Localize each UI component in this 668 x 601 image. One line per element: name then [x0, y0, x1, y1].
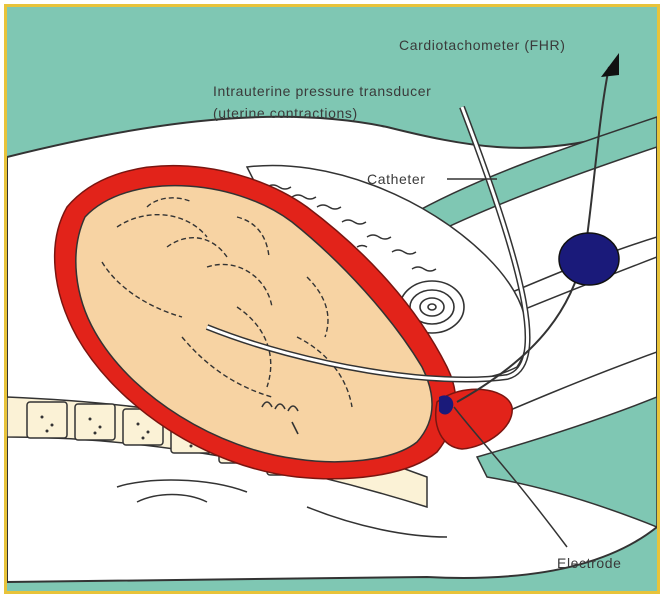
- label-catheter: Catheter: [367, 171, 426, 187]
- label-iupt-line2: (uterine contractions): [213, 105, 358, 121]
- transducer-disc: [559, 233, 619, 285]
- diagram-frame: Cardiotachometer (FHR) Intrauterine pres…: [4, 4, 660, 594]
- label-cardiotachometer: Cardiotachometer (FHR): [399, 37, 565, 53]
- label-electrode: Electrode: [557, 555, 622, 571]
- label-iupt-line1: Intrauterine pressure transducer: [213, 83, 431, 99]
